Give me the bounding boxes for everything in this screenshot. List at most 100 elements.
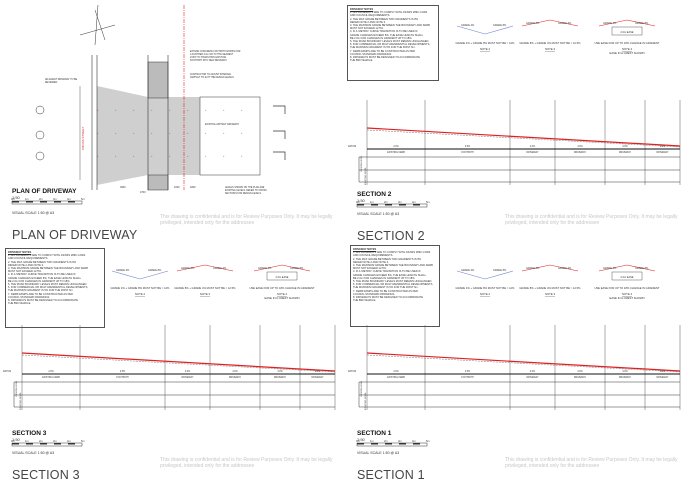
annotation: CONTRACTOR TO ADJUST INTERNAL ASPHALT TO… (190, 73, 234, 79)
spot-level: + (115, 109, 117, 112)
note-line: 8. DRIVEWAYS MUST BE DESIGNED TO ACCOMMO… (353, 296, 423, 300)
table-row-label: EXISTING LEVEL (365, 391, 367, 409)
table-row-label: EXISTING LEVEL (20, 391, 22, 409)
note-line: 5. THE ROAD BOUNDARY LEVELS MUST REMAIN … (353, 280, 433, 284)
segment-label: DRIVEWAY (574, 376, 586, 379)
scale-bar-segment (371, 443, 378, 445)
scale-bar-label: 2m (384, 439, 388, 443)
driveway-paving (97, 86, 200, 185)
note-line: GRADE CHANGES EXCEED 8%, THE EASE LENGTH… (350, 33, 424, 37)
segment-label: DRIVEWAY (229, 376, 241, 379)
segment-label: EXISTING KERB (42, 377, 60, 379)
note-line: 1. ALL DRIVEWAYS ARE TO COMPLY WITH AS/N… (8, 254, 86, 258)
ease-label: 2.0m EASE (621, 276, 634, 279)
segment-label: DRIVEWAY (182, 376, 194, 379)
scale-bar-segment (12, 443, 19, 445)
scale-bar-label: 0m (356, 439, 360, 443)
note-sub: EASE IN A CREST SHOWN (609, 51, 644, 55)
annotation-text: A FURTHER 2.0m OR TO THE NEAREST (190, 53, 234, 56)
note3-diagram: GRADE 8%GRADE 4%GRADE 8% + GRADE 4% MUST… (519, 264, 581, 296)
scale-bar-segment (26, 201, 33, 203)
note-line: COUNCIL STANDARD DRAWINGS. (350, 52, 392, 56)
watermark: This drawing is confidential and is for … (160, 457, 333, 469)
grade-value: 2.0% (315, 371, 320, 373)
section-3-panel: GRADE 4%GRADE 8%GRADE 4% + GRADE 8% MUST… (0, 243, 345, 486)
segment-label: DRIVEWAY (657, 151, 669, 154)
annotation: EXISTING ASPHALT DRIVEWAY (205, 123, 240, 126)
note-label: NOTE 3 (545, 47, 556, 51)
scale-bar-label: 0m (11, 439, 15, 443)
segment-label: DRIVEWAY (274, 376, 286, 379)
table-row-label: DESIGN LEVEL (361, 155, 363, 172)
grade-label: GRADE 8% (493, 269, 507, 272)
annotation: EXTEND CONCRETE FOOTPATH WORKS FOR A FUR… (190, 50, 241, 62)
spot-level: + (115, 132, 117, 135)
spot-level: + (241, 109, 243, 112)
note-line: 7. KERB RAMPS ARE TO BE CONSTRUCTED AS P… (350, 49, 415, 53)
spot-level: + (187, 132, 189, 135)
grade-label: GRADE 8% (493, 24, 507, 27)
grade-label: GRADE 4% (603, 22, 617, 25)
section-drawing: GRADE 4%GRADE 8%GRADE 4% + GRADE 8% MUST… (348, 264, 681, 447)
segment-label: EXISTING KERB (387, 377, 405, 379)
grade-rule: USE EASE FOR UP TO 18% CHANGE IN GRADIEN… (594, 286, 659, 290)
note-line: GRADE CHANGES EXCEED 8%, THE EASE LENGTH… (8, 276, 82, 280)
segment-label: DRIVEWAY (619, 376, 631, 379)
note-line: 1. ALL DRIVEWAYS ARE TO COMPLY WITH AS/N… (353, 251, 431, 255)
scale-bar-segment (357, 204, 364, 206)
note-line: 4. IF A 'METRIC' CURVE TRANSITION IS TO … (350, 30, 418, 34)
grade-label: GRADE 8% (148, 269, 162, 272)
note2-diagram: GRADE 4%GRADE 8%GRADE 4% + GRADE 8% MUST… (456, 24, 516, 51)
scale-bar-label: 1m (370, 439, 374, 443)
grade-line (598, 19, 656, 27)
scale-bar-segment (68, 201, 75, 203)
spot-level: + (97, 109, 99, 112)
note-line: 7. KERB RAMPS ARE TO BE CONSTRUCTED AS P… (353, 289, 418, 293)
section-scale: 1:50 (357, 437, 365, 442)
note-line: THE B99 VEHICLE. (350, 59, 374, 63)
scale-bar-label: 4m (412, 200, 416, 204)
note-line: 8. DRIVEWAYS MUST BE DESIGNED TO ACCOMMO… (8, 299, 78, 303)
notes-heading: DRIVEWAY NOTES (8, 251, 32, 254)
grade-label: GRADE 4% (258, 267, 272, 270)
section-big-title: SECTION 2 (357, 229, 425, 243)
plan-drawing: +++++++++++++++++++++++++++CROSS STREETE… (11, 4, 286, 205)
spot-level: + (205, 109, 207, 112)
note-label: NOTE 3 (200, 292, 211, 296)
scale-bar-segment (68, 443, 75, 445)
grade-label: GRADE 4% (116, 269, 130, 272)
scale-bar-label: 5m (426, 439, 430, 443)
section-drawing: GRADE 4%GRADE 8%GRADE 4% + GRADE 8% MUST… (3, 264, 336, 447)
ease-label: 2.0m EASE (621, 31, 634, 34)
scale-bar-label: 1m (370, 200, 374, 204)
hatched-footpath (147, 61, 169, 99)
note-line: AND COUNCIL REQUIREMENTS. (353, 254, 394, 258)
grade-label: GRADE 4% (461, 24, 475, 27)
dimension-text: 1800 (190, 186, 196, 189)
note-line: AND COUNCIL REQUIREMENTS. (8, 257, 49, 261)
existing-surface-line (366, 354, 681, 373)
grade-value: 4.0% (622, 371, 627, 373)
spot-level: + (169, 132, 171, 135)
scale-bar-label: 2m (384, 200, 388, 204)
note4-diagram: GRADE 4%GRADE 8%USE EASE FOR UP TO 18% C… (249, 264, 315, 300)
grade-line (111, 270, 169, 280)
note-line: 3. THE MAXIMUM GRADE BETWEEN THE BOUNDAR… (350, 24, 430, 28)
segment-label: DRIVEWAY (527, 151, 539, 154)
grade-value: 2.5% (465, 146, 470, 148)
section-title: SECTION 3 (12, 430, 47, 437)
annotation-text: EXISTING LEVELS. REFER TO CROSS (225, 190, 267, 192)
dimension-text: 4700 (140, 191, 146, 194)
driveway-notes: DRIVEWAY NOTES 1. ALL DRIVEWAYS ARE TO C… (347, 5, 439, 81)
spot-level: + (187, 155, 189, 158)
section-marker-icon (35, 130, 45, 140)
scale-bar-segment (399, 443, 406, 445)
datum-label: DATUM (348, 370, 356, 373)
grade-rule: GRADE 8% + GRADE 4% MUST NOT BE > 12.5% (174, 286, 236, 290)
note-line: 6. FOR COMMERCIAL OR MULTI-RESIDENTIAL D… (353, 283, 434, 287)
scale-bar-label: 5m (426, 200, 430, 204)
section-scale: 1:50 (12, 437, 20, 442)
note-line: BE 2.0m FOR CHANGES IN GRADIENT UP TO 18… (353, 276, 416, 280)
